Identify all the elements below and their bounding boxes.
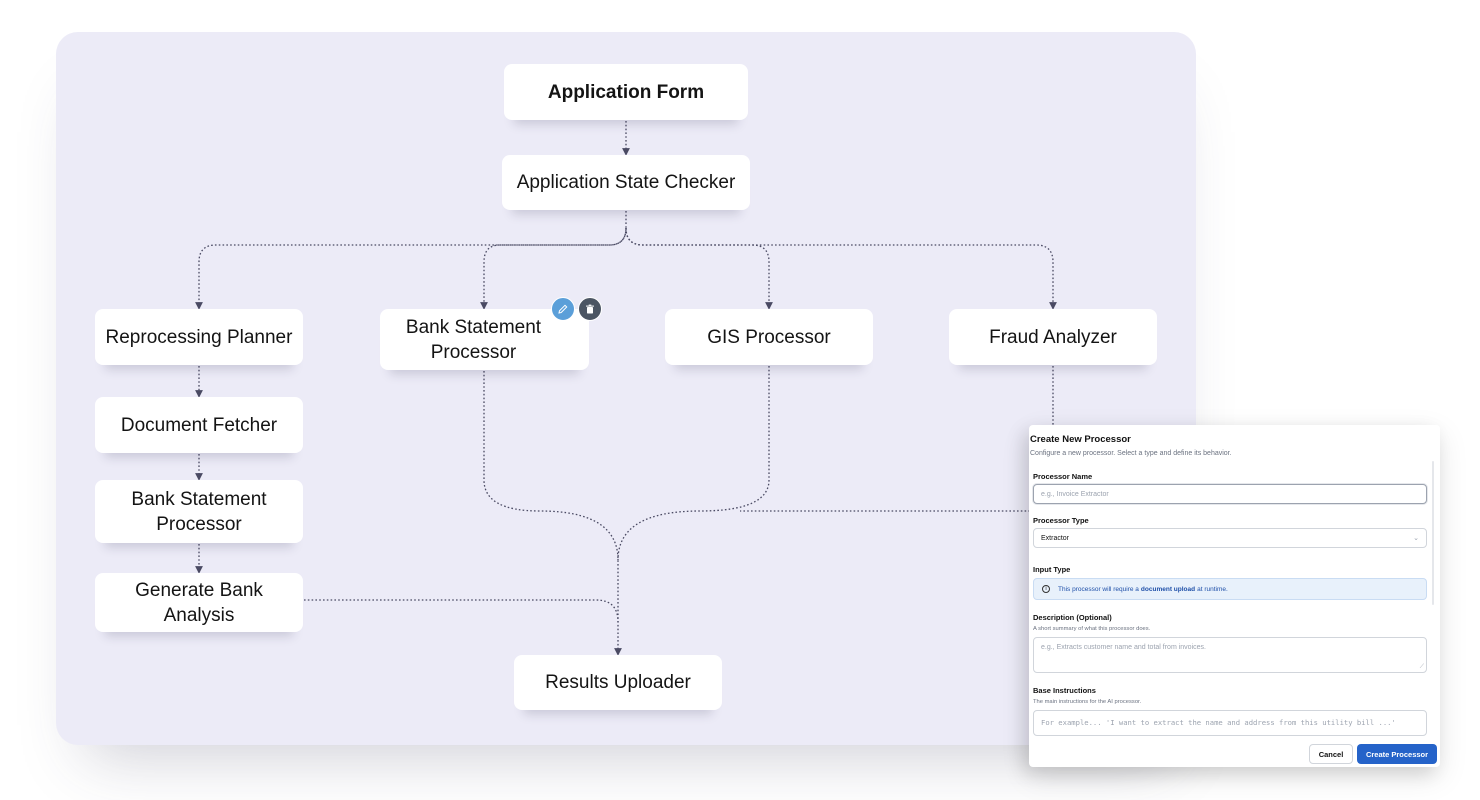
processor-name-placeholder: e.g., Invoice Extractor (1041, 490, 1109, 498)
info-text-bold: document upload (1140, 585, 1196, 593)
node-actions (551, 297, 602, 321)
node-application-state-checker[interactable]: Application State Checker (502, 155, 750, 210)
processor-type-label: Processor Type (1033, 516, 1089, 525)
dialog-subtitle: Configure a new processor. Select a type… (1030, 450, 1232, 457)
resize-handle-icon[interactable]: ⟋ (1419, 664, 1424, 670)
processor-name-label: Processor Name (1033, 472, 1093, 481)
processor-name-input[interactable]: e.g., Invoice Extractor (1033, 484, 1427, 504)
processor-type-value: Extractor (1041, 534, 1070, 542)
base-instructions-label: Base Instructions (1033, 686, 1096, 695)
node-generate-bank-analysis[interactable]: Generate Bank Analysis (95, 573, 303, 632)
dialog-scrollbar[interactable] (1432, 461, 1434, 605)
trash-icon[interactable] (578, 297, 602, 321)
info-icon: i (1042, 585, 1050, 593)
info-text-prefix: This processor will require a (1058, 585, 1139, 593)
cancel-button[interactable]: Cancel (1309, 744, 1353, 764)
info-text-suffix: at runtime. (1197, 585, 1228, 593)
description-help: A short summary of what this processor d… (1033, 626, 1151, 632)
node-gis-processor[interactable]: GIS Processor (665, 309, 873, 365)
dialog-title: Create New Processor (1030, 434, 1131, 445)
base-instructions-help: The main instructions for the AI process… (1033, 699, 1142, 705)
workflow-canvas[interactable] (56, 32, 1196, 745)
node-fraud-analyzer[interactable]: Fraud Analyzer (949, 309, 1157, 365)
node-document-fetcher[interactable]: Document Fetcher (95, 397, 303, 453)
create-processor-dialog: Create New Processor Configure a new pro… (1029, 425, 1440, 767)
description-placeholder: e.g., Extracts customer name and total f… (1041, 644, 1206, 651)
processor-type-select[interactable]: Extractor ⌄ (1033, 528, 1427, 548)
description-label: Description (Optional) (1033, 613, 1112, 622)
chevron-down-icon: ⌄ (1413, 535, 1419, 542)
base-instructions-textarea[interactable]: For example... 'I want to extract the na… (1033, 710, 1427, 736)
node-reprocessing-planner[interactable]: Reprocessing Planner (95, 309, 303, 365)
base-instructions-placeholder: For example... 'I want to extract the na… (1041, 718, 1396, 727)
input-type-info: i This processor will require a document… (1033, 578, 1427, 600)
node-bank-statement-processor[interactable]: Bank Statement Processor (380, 309, 589, 370)
node-bank-statement-processor-2[interactable]: Bank Statement Processor (95, 480, 303, 543)
create-processor-button[interactable]: Create Processor (1357, 744, 1437, 764)
pencil-icon[interactable] (551, 297, 575, 321)
node-results-uploader[interactable]: Results Uploader (514, 655, 722, 710)
input-type-label: Input Type (1033, 565, 1071, 574)
description-textarea[interactable]: e.g., Extracts customer name and total f… (1033, 637, 1427, 673)
node-application-form[interactable]: Application Form (504, 64, 748, 120)
